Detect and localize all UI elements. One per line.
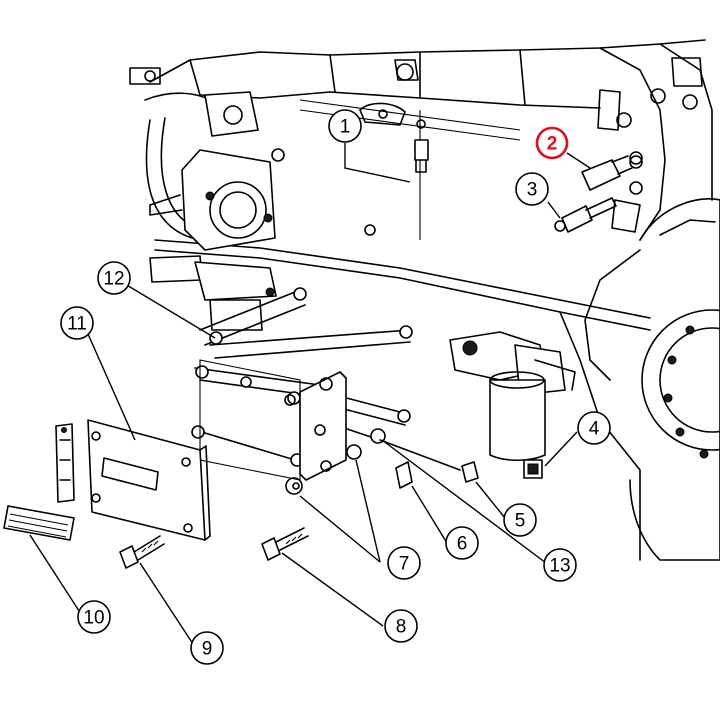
pressure-sensor bbox=[581, 155, 643, 191]
callout-7-label: 7 bbox=[399, 554, 410, 575]
temp-sender bbox=[554, 197, 617, 233]
callout-9-label: 9 bbox=[202, 639, 213, 660]
callout-13[interactable]: 13 bbox=[543, 548, 577, 582]
fuel-filter bbox=[449, 331, 576, 479]
callout-11[interactable]: 11 bbox=[60, 306, 94, 340]
bolts bbox=[119, 527, 309, 569]
callout-8[interactable]: 8 bbox=[384, 609, 418, 643]
callout-2[interactable]: 2 bbox=[535, 126, 569, 160]
callout-3-label: 3 bbox=[527, 180, 538, 201]
flywheel-housing bbox=[584, 198, 720, 561]
callout-12-label: 12 bbox=[103, 269, 124, 290]
callout-6-label: 6 bbox=[457, 534, 468, 555]
callout-12[interactable]: 12 bbox=[97, 261, 131, 295]
callout-1[interactable]: 1 bbox=[328, 109, 362, 143]
callout-9[interactable]: 9 bbox=[190, 631, 224, 665]
callout-5[interactable]: 5 bbox=[503, 503, 537, 537]
fuel-filter-head bbox=[144, 91, 277, 331]
adapter-plate bbox=[55, 419, 211, 541]
callout-7[interactable]: 7 bbox=[387, 546, 421, 580]
callout-13-label: 13 bbox=[549, 556, 570, 577]
leader-lines bbox=[29, 143, 591, 645]
callout-4[interactable]: 4 bbox=[577, 411, 611, 445]
callout-6[interactable]: 6 bbox=[445, 526, 479, 560]
callout-3[interactable]: 3 bbox=[515, 172, 549, 206]
callout-4-label: 4 bbox=[589, 419, 600, 440]
callout-5-label: 5 bbox=[515, 511, 526, 532]
callout-1-label: 1 bbox=[340, 117, 351, 138]
sensor-fitting bbox=[359, 102, 429, 173]
callout-10-label: 10 bbox=[83, 608, 104, 629]
callout-10[interactable]: 10 bbox=[77, 600, 111, 634]
callout-8-label: 8 bbox=[396, 617, 407, 638]
mounting-bracket bbox=[191, 287, 479, 495]
caution-label bbox=[3, 505, 75, 541]
callout-2-label: 2 bbox=[547, 134, 558, 155]
callout-11-label: 11 bbox=[67, 314, 87, 335]
